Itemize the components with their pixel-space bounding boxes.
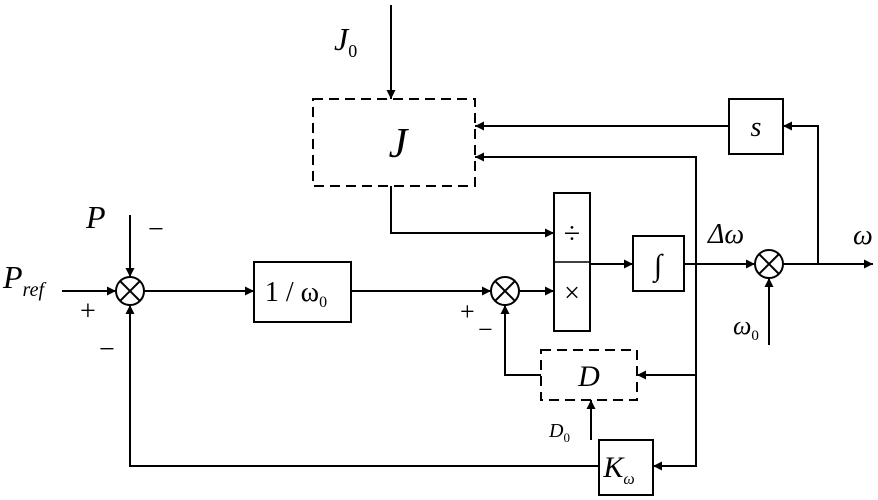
omega0-label: ω0 [733, 311, 759, 344]
j0-label: J0 [334, 21, 357, 61]
inv-omega0-main: 1 / ω [265, 277, 319, 308]
p-sign: − [148, 214, 164, 245]
omega-output-label: ω [853, 220, 873, 251]
delta-omega-to-j [475, 152, 697, 264]
p-label: P [85, 199, 106, 235]
summing-junction-3 [754, 249, 784, 279]
omega0-sub: 0 [751, 328, 759, 344]
kw-sub: ω [623, 471, 634, 488]
d0-main: D [548, 420, 564, 442]
summing-junction-1 [115, 276, 145, 306]
divide-label: ÷ [564, 217, 580, 250]
inv-omega0-sub: 0 [319, 294, 327, 311]
pref-label: Pref [2, 259, 46, 301]
output-to-s [783, 121, 819, 264]
delta-omega-label: Δω [707, 219, 744, 250]
s-block-label: s [751, 112, 762, 143]
pref-sign: + [80, 296, 96, 327]
multiply-label: × [564, 278, 580, 309]
j0-sub: 0 [348, 41, 357, 61]
j-block [312, 98, 476, 187]
j0-main: J [334, 21, 350, 57]
j-to-divide [390, 186, 554, 238]
summing-junction-2 [490, 276, 520, 306]
pref-sub: ref [23, 279, 47, 301]
pref-main: P [2, 259, 23, 295]
sum2-plus-sign: + [460, 297, 475, 326]
kw-to-sum1 [125, 305, 599, 467]
kw-main: K [602, 451, 625, 484]
d0-label: D0 [548, 420, 570, 445]
inv-omega0-label: 1 / ω0 [265, 277, 327, 311]
d-to-sum2 [500, 305, 541, 376]
omega0-main: ω [733, 311, 751, 340]
integrator-label: ∫ [652, 249, 664, 284]
j-block-label: J [389, 121, 410, 167]
feedback-sign: − [99, 334, 115, 365]
sum2-minus-sign: − [478, 315, 493, 344]
kw-block-label: Kω [602, 451, 634, 488]
delta-omega-to-kw [653, 264, 697, 471]
d-block-label: D [577, 360, 600, 393]
d0-sub: 0 [563, 430, 570, 445]
